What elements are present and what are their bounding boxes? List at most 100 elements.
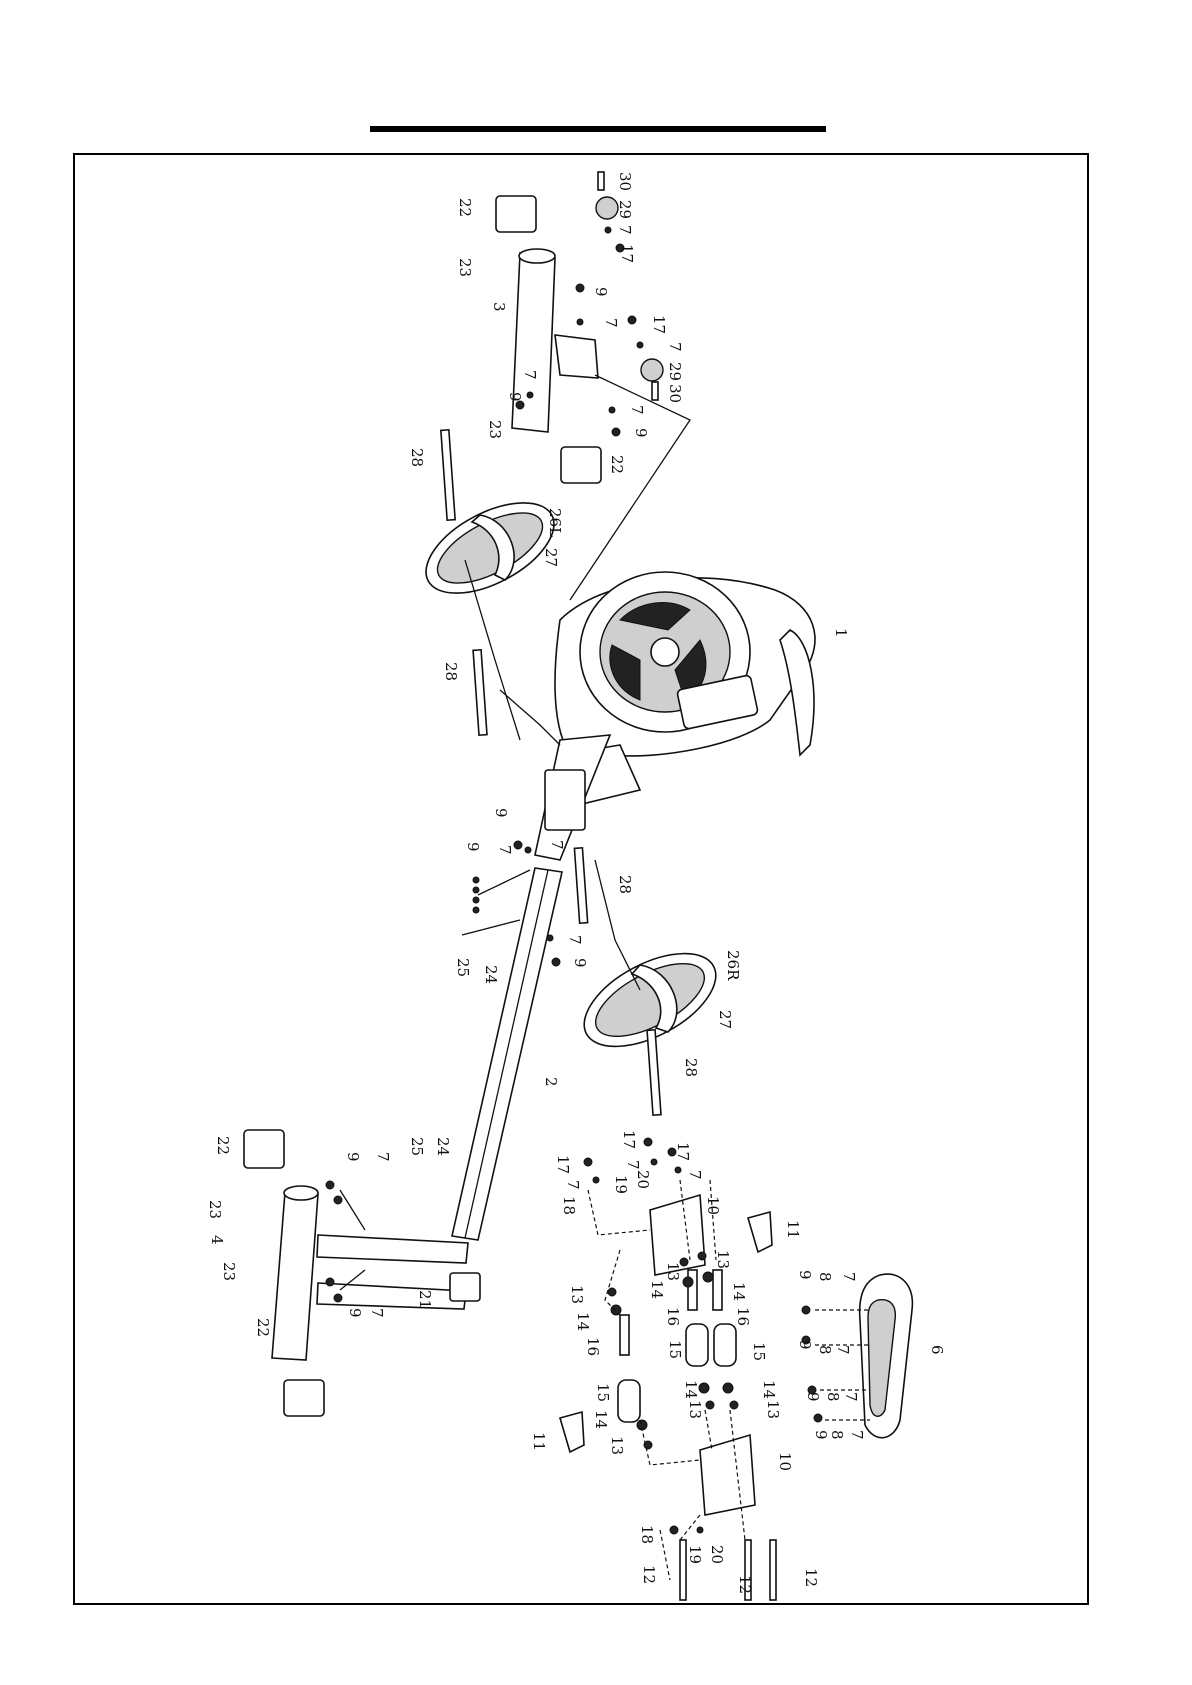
label-8: 8: [816, 1345, 834, 1355]
label-14: 14: [648, 1280, 666, 1299]
label-30-top: 30: [616, 172, 634, 191]
label-17: 17: [674, 1142, 692, 1161]
label-12: 12: [640, 1565, 658, 1584]
label-24: 24: [482, 965, 500, 984]
label-7: 7: [616, 225, 634, 235]
label-4: 4: [208, 1235, 226, 1245]
label-17: 17: [650, 315, 668, 334]
label-9: 9: [346, 1308, 364, 1318]
label-29: 29: [666, 362, 684, 381]
label-8: 8: [816, 1272, 834, 1282]
label-7: 7: [842, 1392, 860, 1402]
label-7: 7: [548, 840, 566, 850]
label-11: 11: [784, 1220, 802, 1239]
label-22: 22: [214, 1136, 232, 1155]
label-7: 7: [840, 1272, 858, 1282]
label-9: 9: [796, 1270, 814, 1280]
label-15: 15: [666, 1340, 684, 1359]
label-8: 8: [824, 1392, 842, 1402]
label-7: 7: [564, 1180, 582, 1190]
label-14: 14: [682, 1380, 700, 1399]
label-20: 20: [634, 1170, 652, 1189]
label-23: 23: [486, 420, 504, 439]
label-9: 9: [344, 1152, 362, 1162]
label-2: 2: [542, 1077, 560, 1087]
label-28: 28: [408, 448, 426, 467]
label-19: 19: [686, 1545, 704, 1564]
label-7: 7: [566, 935, 584, 945]
label-14: 14: [574, 1312, 592, 1331]
label-25: 25: [408, 1137, 426, 1156]
label-28: 28: [616, 875, 634, 894]
label-22-top: 22: [456, 198, 474, 217]
label-14: 14: [760, 1380, 778, 1399]
seat-part: [860, 1274, 913, 1438]
label-7: 7: [602, 318, 620, 328]
rear-stabilizer-part: [272, 1186, 468, 1360]
label-7: 7: [848, 1430, 866, 1440]
label-9: 9: [506, 392, 524, 402]
label-7: 7: [628, 405, 646, 415]
label-7: 7: [624, 1160, 642, 1170]
label-1: 1: [832, 628, 850, 638]
label-9: 9: [492, 808, 510, 818]
label-27: 27: [716, 1010, 734, 1029]
label-13: 13: [686, 1400, 704, 1419]
label-9: 9: [804, 1392, 822, 1402]
label-9: 9: [464, 842, 482, 852]
label-9: 9: [571, 958, 589, 968]
label-13: 13: [608, 1436, 626, 1455]
label-13: 13: [568, 1285, 586, 1304]
label-22: 22: [254, 1318, 272, 1337]
label-7: 7: [374, 1152, 392, 1162]
label-13: 13: [664, 1262, 682, 1281]
label-25: 25: [454, 958, 472, 977]
label-3: 3: [490, 302, 508, 312]
label-30: 30: [666, 384, 684, 403]
label-19: 19: [612, 1175, 630, 1194]
label-7: 7: [496, 845, 514, 855]
label-13: 13: [764, 1400, 782, 1419]
label-23: 23: [220, 1262, 238, 1281]
label-26R: 26R: [724, 950, 742, 981]
label-20: 20: [708, 1545, 726, 1564]
label-10: 10: [776, 1452, 794, 1471]
label-9: 9: [796, 1340, 814, 1350]
label-29-top: 29: [616, 200, 634, 219]
label-15: 15: [750, 1342, 768, 1361]
label-9: 9: [632, 428, 650, 438]
label-16: 16: [664, 1307, 682, 1326]
label-26L: 26L: [546, 508, 564, 537]
label-12: 12: [802, 1568, 820, 1587]
label-9: 9: [812, 1430, 830, 1440]
label-7: 7: [666, 342, 684, 352]
label-13: 13: [714, 1250, 732, 1269]
label-9: 9: [592, 287, 610, 297]
label-28: 28: [682, 1058, 700, 1077]
main-body-part: [535, 572, 815, 860]
label-23-top: 23: [456, 258, 474, 277]
fastener-dots: [326, 227, 822, 1534]
label-18: 18: [560, 1196, 578, 1215]
label-6: 6: [928, 1345, 946, 1355]
label-16: 16: [584, 1337, 602, 1356]
label-15: 15: [594, 1383, 612, 1402]
label-7: 7: [834, 1345, 852, 1355]
label-14: 14: [592, 1410, 610, 1429]
label-17: 17: [618, 244, 636, 263]
label-17: 17: [554, 1155, 572, 1174]
label-14: 14: [730, 1282, 748, 1301]
label-7: 7: [686, 1170, 704, 1180]
label-22: 22: [608, 455, 626, 474]
label-7: 7: [368, 1308, 386, 1318]
label-11: 11: [530, 1432, 548, 1451]
label-12: 12: [736, 1575, 754, 1594]
label-18: 18: [638, 1525, 656, 1544]
label-27: 27: [542, 548, 560, 567]
label-10: 10: [704, 1196, 722, 1215]
label-24: 24: [434, 1137, 452, 1156]
front-stabilizer-part: [512, 249, 598, 432]
label-23: 23: [206, 1200, 224, 1219]
label-17: 17: [620, 1130, 638, 1149]
